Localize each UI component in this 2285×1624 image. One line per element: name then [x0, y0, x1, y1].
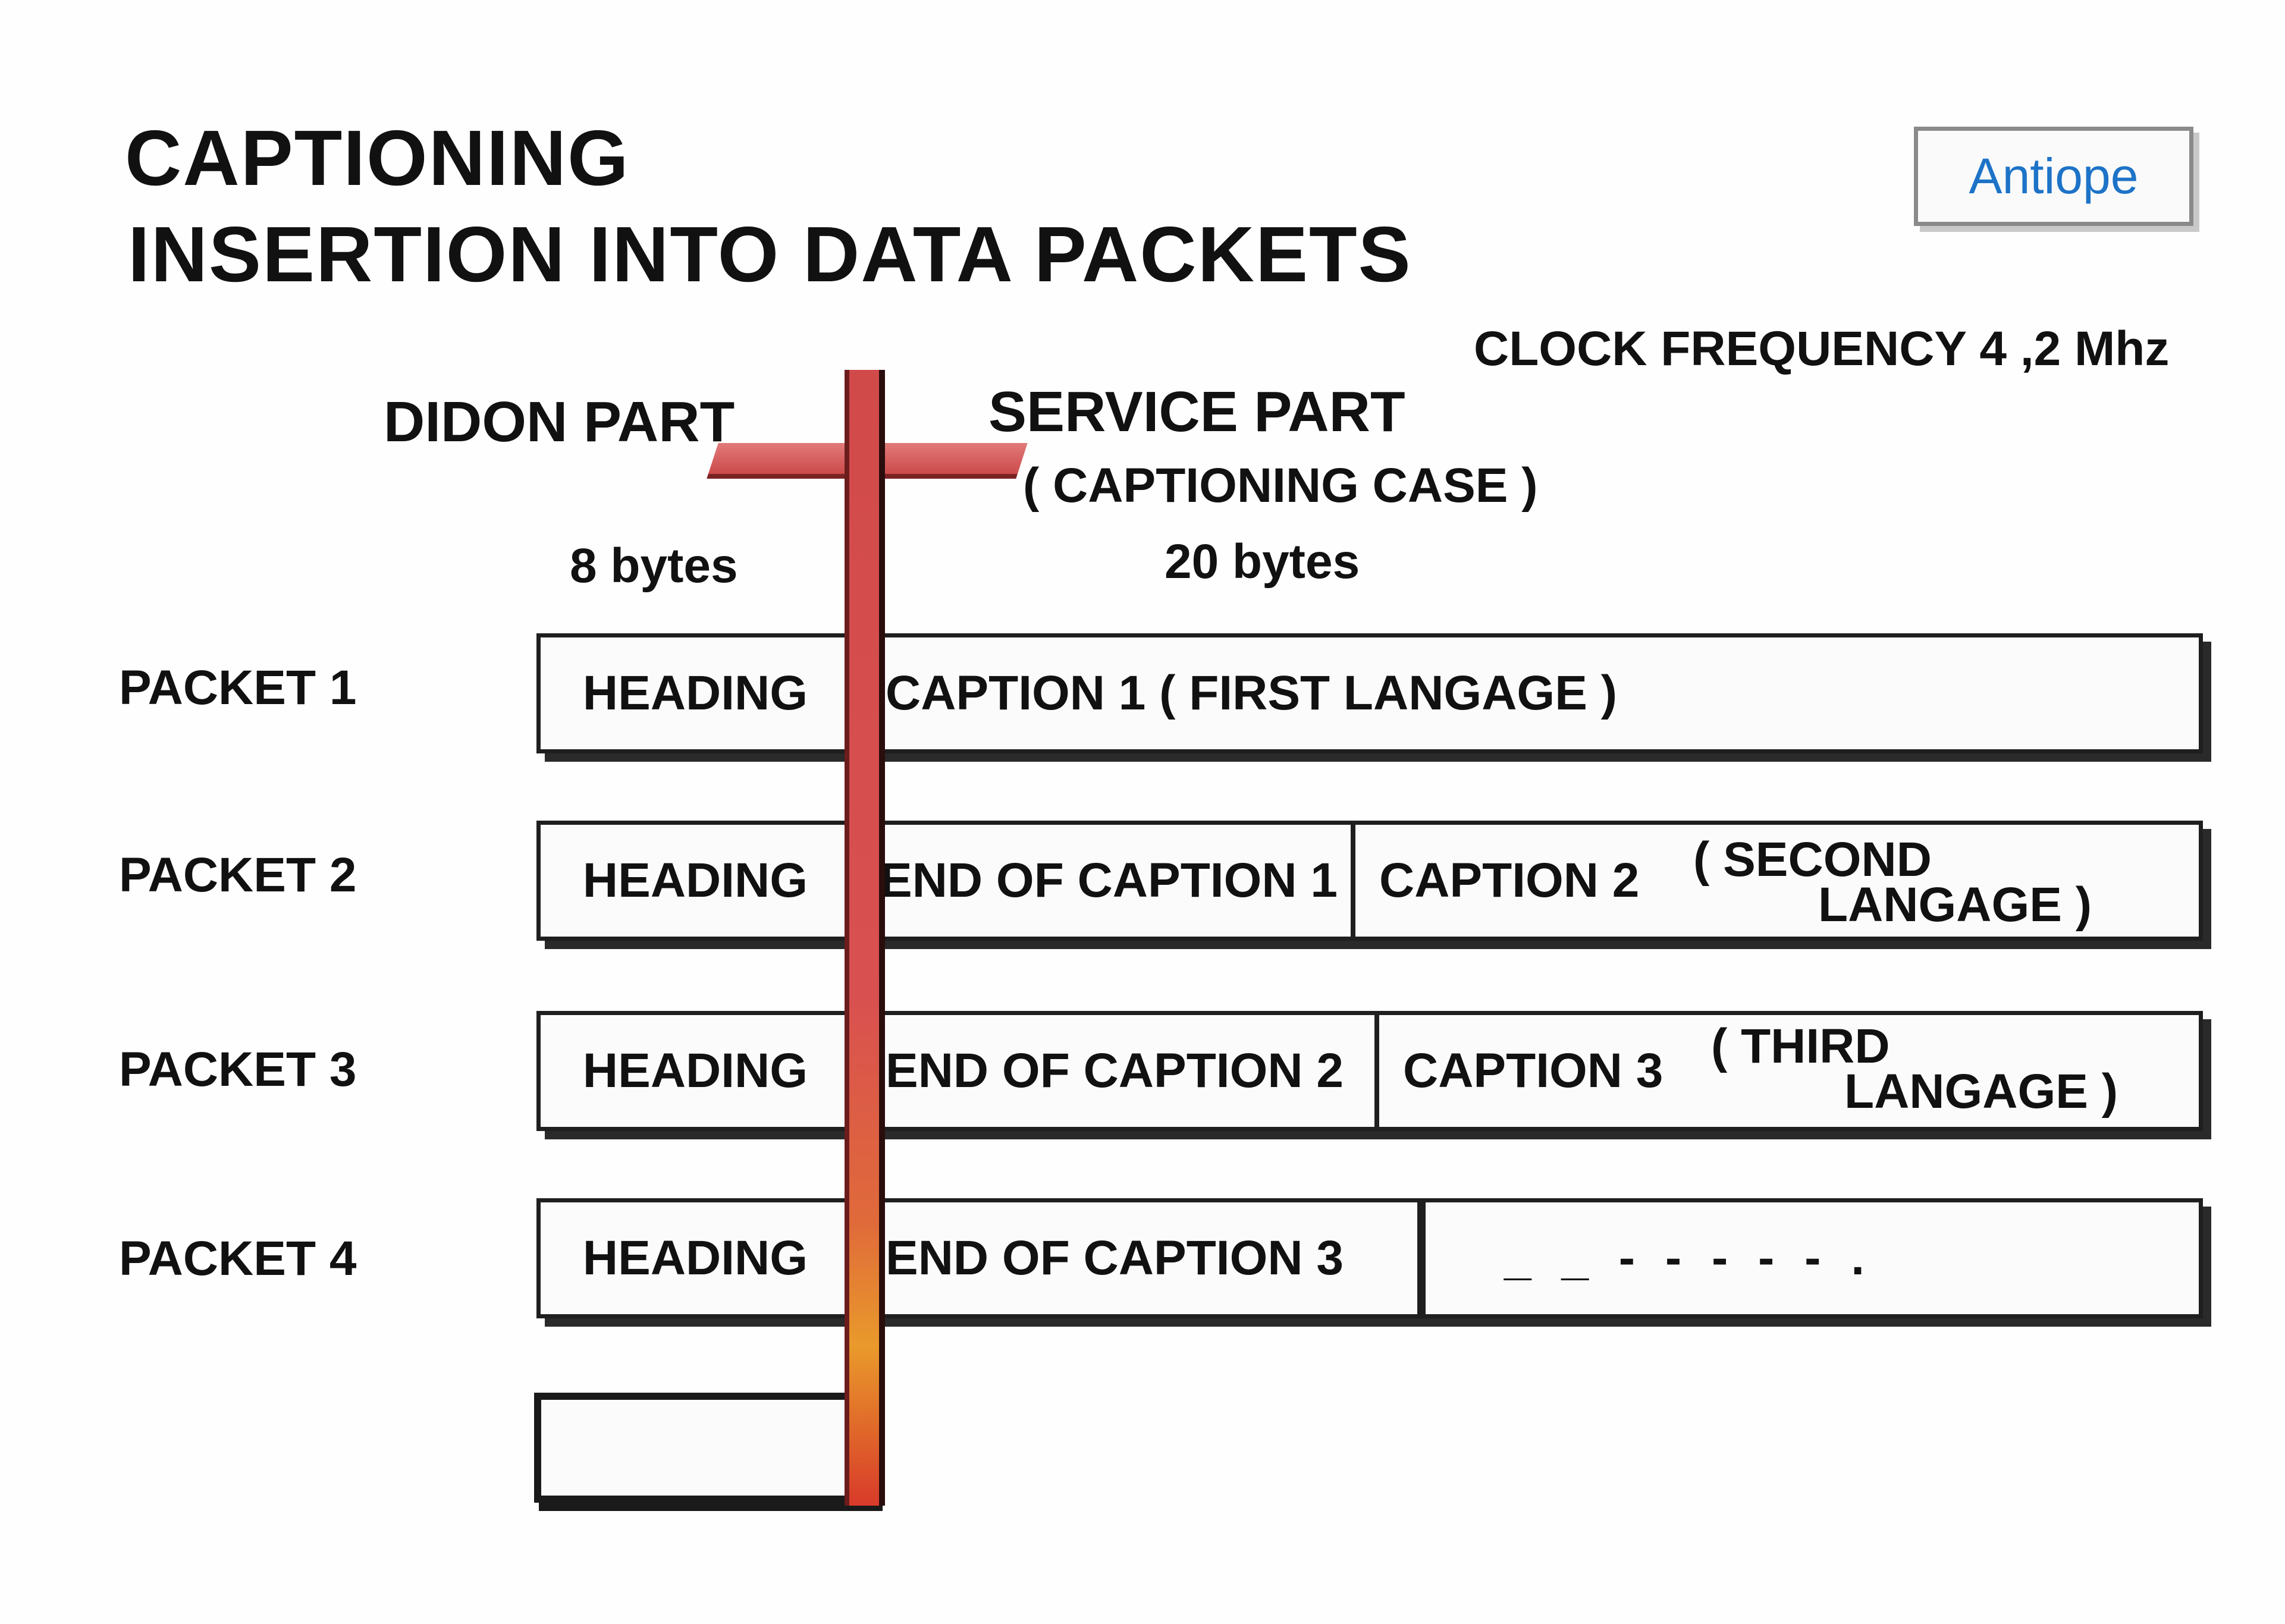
captioning-case-label: ( CAPTIONING CASE ) — [1023, 458, 1538, 513]
service-part-label: SERVICE PART — [988, 380, 1405, 444]
packet-3-caption-cell: CAPTION 3 — [1403, 1015, 2194, 1127]
packet-3-note-line-1: ( THIRD — [1711, 1019, 1890, 1073]
packet-1-row: HEADING CAPTION 1 ( FIRST LANGAGE ) — [536, 633, 2203, 753]
title-line-2: INSERTION INTO DATA PACKETS — [128, 211, 1412, 298]
packet-3-label: PACKET 3 — [119, 1042, 357, 1097]
packet-1-label: PACKET 1 — [119, 661, 357, 715]
packet-4-label: PACKET 4 — [119, 1232, 357, 1286]
packet-2-label: PACKET 2 — [119, 848, 357, 902]
packet-2-heading: HEADING — [582, 853, 808, 907]
packet-2-row: HEADING END OF CAPTION 1 CAPTION 2 ( SEC… — [536, 821, 2203, 941]
packet-3-heading: HEADING — [582, 1044, 808, 1098]
packet-2-heading-cell: HEADING — [541, 825, 855, 937]
packet-3-row: HEADING END OF CAPTION 2 CAPTION 3 ( THI… — [536, 1011, 2203, 1131]
packet-2-caption: CAPTION 2 — [1379, 853, 1640, 907]
packet-1-heading-cell: HEADING — [541, 637, 855, 749]
packet-4-row: HEADING END OF CAPTION 3 _ _ - - - - - . — [536, 1198, 2203, 1318]
clock-frequency: CLOCK FREQUENCY 4 ,2 Mhz — [1474, 322, 2170, 376]
packet-4-end-caption-cell: END OF CAPTION 3 — [886, 1202, 1426, 1314]
didon-bytes-label: 8 bytes — [570, 539, 738, 593]
packet-3-note-line-2: LANGAGE ) — [1844, 1064, 2118, 1119]
packet-3-end-caption-cell: END OF CAPTION 2 — [886, 1015, 1379, 1127]
antiope-label: Antiope — [1969, 148, 2139, 204]
didon-part-label: DIDON PART — [384, 390, 735, 454]
packet-2-caption-cell: CAPTION 2 — [1379, 825, 2194, 937]
antiope-badge: Antiope — [1914, 127, 2193, 226]
packet-4-end-caption: END OF CAPTION 3 — [886, 1231, 1344, 1285]
empty-packet-box — [534, 1393, 878, 1503]
packet-1-heading: HEADING — [582, 666, 808, 720]
packet-4-heading-cell: HEADING — [541, 1202, 855, 1314]
service-bytes-label: 20 bytes — [1165, 535, 1360, 589]
packet-2-note-line-1: ( SECOND — [1693, 833, 1932, 887]
packet-2-end-caption: END OF CAPTION 1 — [880, 853, 1338, 907]
packet-1-caption-cell: CAPTION 1 ( FIRST LANGAGE ) — [886, 637, 2194, 749]
divider-post — [845, 370, 885, 1506]
packet-2-note-line-2: LANGAGE ) — [1818, 878, 2092, 932]
packet-4-continuation: _ _ - - - - - . — [1504, 1231, 1873, 1285]
packet-4-heading: HEADING — [582, 1231, 808, 1285]
packet-4-continuation-cell: _ _ - - - - - . — [1504, 1202, 2194, 1314]
packet-2-end-caption-cell: END OF CAPTION 1 — [880, 825, 1355, 937]
title-line-1: CAPTIONING — [125, 114, 630, 202]
packet-3-heading-cell: HEADING — [541, 1015, 855, 1127]
packet-1-caption: CAPTION 1 ( FIRST LANGAGE ) — [886, 666, 1617, 720]
packet-3-end-caption: END OF CAPTION 2 — [886, 1044, 1344, 1098]
packet-3-caption: CAPTION 3 — [1403, 1044, 1663, 1098]
